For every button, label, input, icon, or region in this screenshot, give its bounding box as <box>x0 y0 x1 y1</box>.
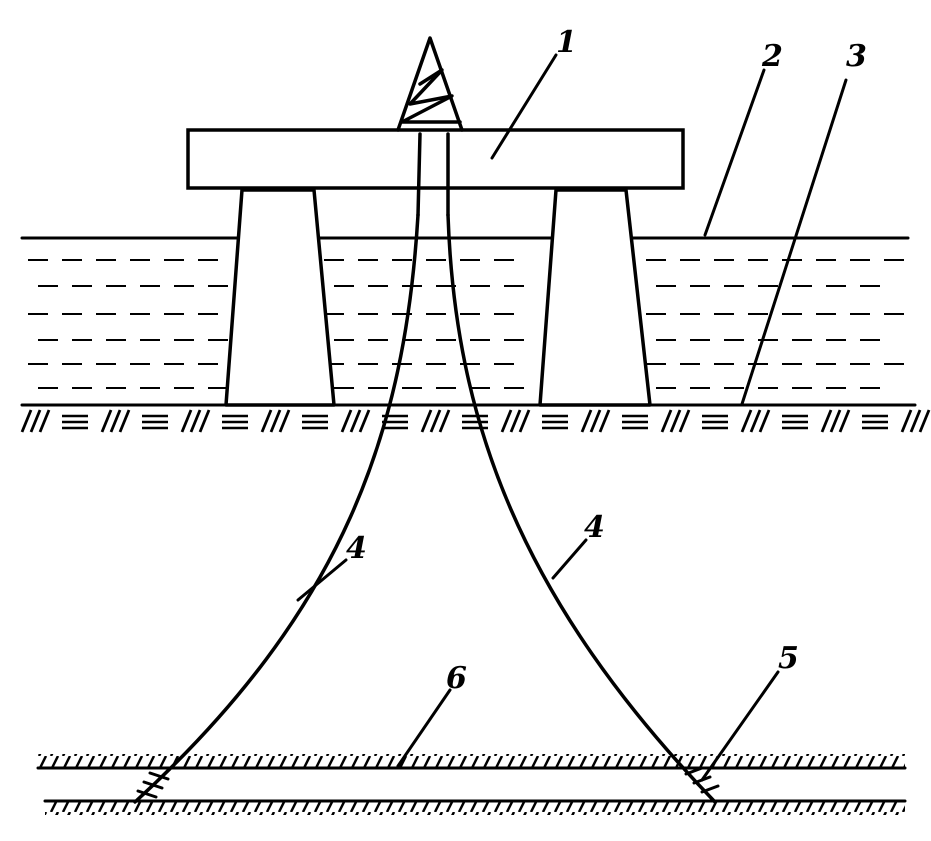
seabed-hatch-stroke <box>118 409 131 433</box>
seabed-hatch-stroke <box>180 409 193 433</box>
reservoir-bottom-hatching <box>45 802 905 815</box>
drilling-derrick <box>396 36 464 132</box>
seabed-hatch-stroke <box>420 409 433 433</box>
seabed-hatch-stroke <box>820 409 833 433</box>
left-wellbore <box>133 213 420 804</box>
seabed-hatch-stroke <box>589 409 602 433</box>
label-4-right-wellbore: 4 <box>584 510 605 545</box>
seabed-hatch-stroke <box>349 409 362 433</box>
label-3-seabed: 3 <box>846 39 867 74</box>
seabed-hatch-stroke <box>109 409 122 433</box>
seabed-hatch-stroke <box>918 409 931 433</box>
seabed-hatch-stroke <box>429 409 442 433</box>
leader-5 <box>700 670 780 782</box>
seabed-hatch-stroke <box>758 409 771 433</box>
seabed-hatch-stroke <box>269 409 282 433</box>
leader-4-left <box>296 558 348 602</box>
leader-3 <box>740 78 848 406</box>
seabed-hatch-stroke <box>678 409 691 433</box>
perforation-marks <box>136 766 720 799</box>
label-1-platform: 1 <box>556 25 577 60</box>
seabed-hatch-stroke <box>580 409 593 433</box>
label-4-left-wellbore: 4 <box>346 531 367 566</box>
seabed-hatch-stroke <box>749 409 762 433</box>
seabed-hatch-stroke <box>100 409 113 433</box>
seabed-hatch-stroke <box>669 409 682 433</box>
water-layer <box>20 236 910 389</box>
label-2-water-surface: 2 <box>761 39 783 74</box>
seabed-hatch-stroke <box>260 409 273 433</box>
seabed-hatch-stroke <box>909 409 922 433</box>
seabed-hatch-stroke <box>189 409 202 433</box>
seabed-hatch-stroke <box>500 409 513 433</box>
seabed <box>20 403 931 433</box>
seabed-hatch-stroke <box>38 409 51 433</box>
reservoir-layer <box>36 754 907 815</box>
left-support-leg <box>224 188 336 407</box>
platform-legs <box>224 188 652 407</box>
seabed-hatch-stroke <box>29 409 42 433</box>
seabed-hatch-stroke <box>20 409 33 433</box>
platform-deck <box>186 128 685 190</box>
seabed-hatch-stroke <box>278 409 291 433</box>
seabed-hatch-stroke <box>838 409 851 433</box>
right-wellbore <box>446 213 717 804</box>
deviated-wellbores <box>133 213 717 804</box>
seabed-hatch-stroke <box>900 409 913 433</box>
seabed-hatching <box>20 409 931 433</box>
drill-pipe <box>416 132 450 217</box>
seabed-hatch-stroke <box>509 409 522 433</box>
leader-6 <box>396 688 452 768</box>
seabed-hatch-stroke <box>518 409 531 433</box>
seabed-hatch-stroke <box>358 409 371 433</box>
reservoir-top-hatching <box>38 754 905 767</box>
leader-lines <box>296 53 848 782</box>
seabed-hatch-stroke <box>198 409 211 433</box>
seabed-hatch-stroke <box>660 409 673 433</box>
leader-4-right <box>551 538 588 580</box>
seabed-hatch-stroke <box>340 409 353 433</box>
leader-1 <box>490 53 558 160</box>
leader-2 <box>703 68 766 237</box>
seabed-hatch-stroke <box>740 409 753 433</box>
label-6-reservoir: 6 <box>446 661 467 696</box>
seabed-hatch-stroke <box>438 409 451 433</box>
water-dashes <box>28 259 904 389</box>
seabed-hatch-stroke <box>829 409 842 433</box>
right-support-leg <box>538 188 652 407</box>
seabed-hatch-stroke <box>598 409 611 433</box>
label-5-perforation: 5 <box>778 641 799 676</box>
